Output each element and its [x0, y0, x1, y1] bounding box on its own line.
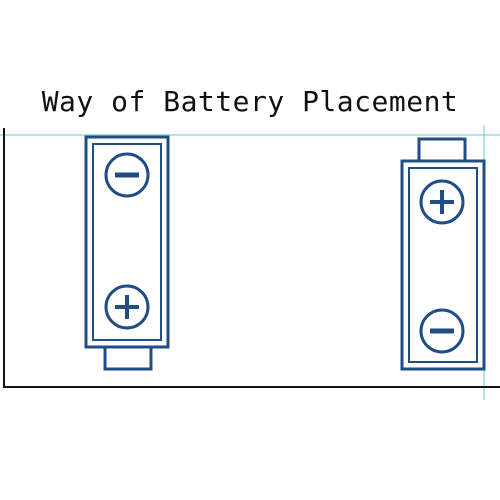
- plus-icon: [419, 179, 465, 225]
- plus-icon: [104, 284, 150, 330]
- minus-icon: [419, 308, 465, 354]
- battery-right: [400, 137, 486, 371]
- battery-left: [84, 135, 170, 371]
- battery-right-body: [400, 159, 486, 371]
- battery-left-terminal: [103, 345, 153, 371]
- battery-right-inner: [408, 167, 478, 363]
- battery-left-inner: [92, 143, 162, 341]
- diagram-title: Way of Battery Placement: [41, 85, 459, 118]
- minus-icon: [104, 152, 150, 198]
- battery-right-terminal: [417, 137, 467, 163]
